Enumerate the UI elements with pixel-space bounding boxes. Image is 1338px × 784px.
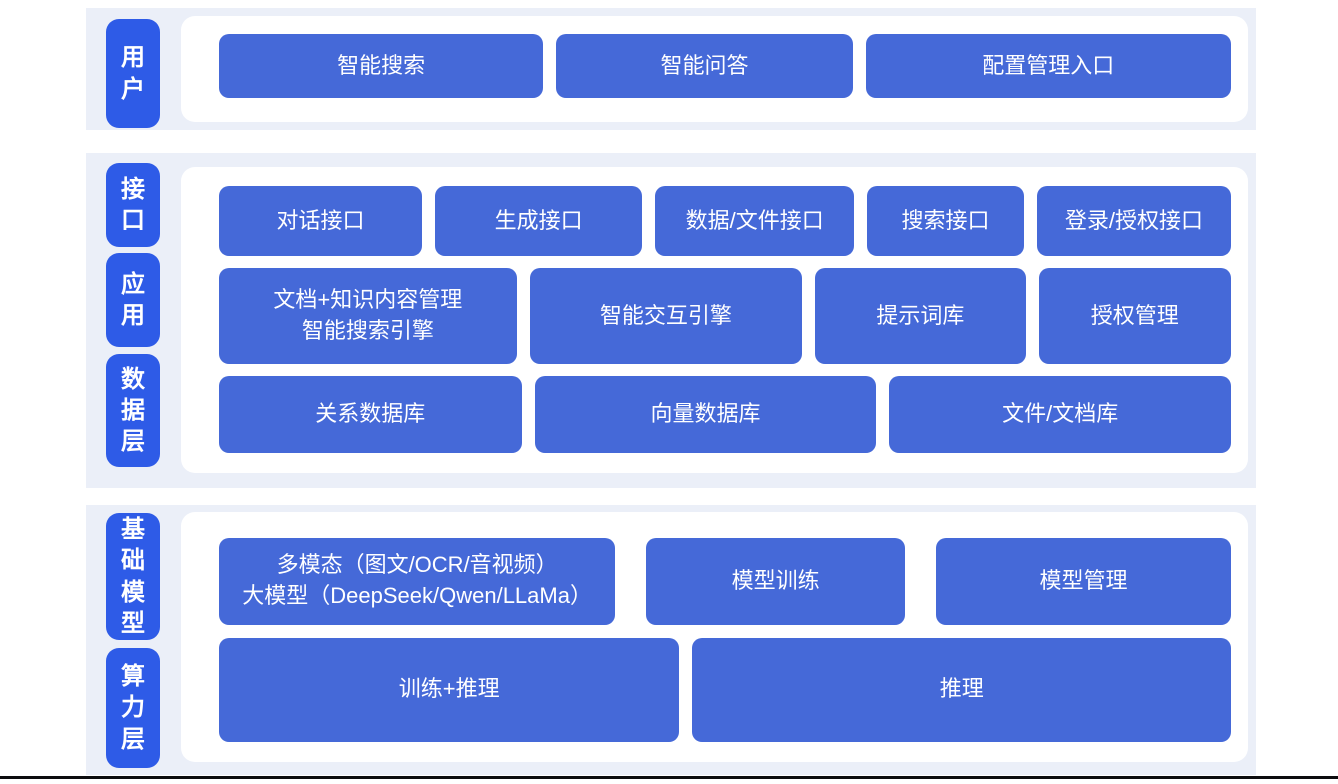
node-search-api: 搜索接口 xyxy=(867,186,1024,256)
row-application: 文档+知识内容管理 智能搜索引擎 智能交互引擎 提示词库 授权管理 xyxy=(219,268,1231,364)
row-data: 关系数据库 向量数据库 文件/文档库 xyxy=(219,376,1231,453)
bottom-divider-line xyxy=(0,776,1338,779)
node-label: 智能交互引擎 xyxy=(599,302,732,328)
node-dialog-api: 对话接口 xyxy=(219,186,423,256)
node-label: 模型训练 xyxy=(731,567,820,593)
layer-label-api-text: 接口 xyxy=(121,175,145,234)
panel-user: 智能搜索 智能问答 配置管理入口 xyxy=(181,16,1248,122)
row-models: 多模态（图文/OCR/音视频） 大模型（DeepSeek/Qwen/LLaMa）… xyxy=(219,538,1231,625)
node-label: 登录/授权接口 xyxy=(1064,207,1203,233)
panel-middle: 对话接口 生成接口 数据/文件接口 搜索接口 登录/授权接口 文档+知识内容管理 xyxy=(181,167,1248,473)
node-interaction-engine: 智能交互引擎 xyxy=(529,268,803,364)
layer-band-middle: 接口 应用 数据层 对话接口 生成接口 数据/文件接口 搜索接口 xyxy=(86,153,1256,488)
node-model-training: 模型训练 xyxy=(646,538,906,625)
node-doc-knowledge-search-engine: 文档+知识内容管理 智能搜索引擎 xyxy=(219,268,517,364)
node-label: 关系数据库 xyxy=(315,401,426,427)
layer-label-application: 应用 xyxy=(106,253,160,347)
row-user-entries: 智能搜索 智能问答 配置管理入口 xyxy=(219,34,1231,98)
panel-foundation: 多模态（图文/OCR/音视频） 大模型（DeepSeek/Qwen/LLaMa）… xyxy=(181,512,1248,762)
node-label: 推理 xyxy=(939,676,984,702)
node-model-management: 模型管理 xyxy=(936,538,1231,625)
node-data-file-api: 数据/文件接口 xyxy=(655,186,855,256)
node-label: 生成接口 xyxy=(494,207,583,233)
node-smart-search: 智能搜索 xyxy=(219,34,544,98)
node-auth-management: 授权管理 xyxy=(1038,268,1231,364)
node-training-inference: 训练+推理 xyxy=(219,637,680,742)
node-smart-qa: 智能问答 xyxy=(556,34,853,98)
node-label: 数据/文件接口 xyxy=(685,207,824,233)
layer-label-compute-text: 算力层 xyxy=(121,663,145,753)
row-api: 对话接口 生成接口 数据/文件接口 搜索接口 登录/授权接口 xyxy=(219,186,1231,256)
node-label: 向量数据库 xyxy=(650,401,761,427)
layer-label-foundation-model: 基础模型 xyxy=(106,513,160,640)
layer-label-compute: 算力层 xyxy=(106,648,160,768)
layer-label-api: 接口 xyxy=(106,163,160,247)
node-label: 智能问答 xyxy=(660,52,749,78)
layer-label-user-text: 用户 xyxy=(121,44,145,103)
node-login-auth-api: 登录/授权接口 xyxy=(1036,186,1231,256)
node-label-line: 智能搜索引擎 xyxy=(301,318,434,343)
node-inference: 推理 xyxy=(692,637,1231,742)
layer-label-foundation-model-text: 基础模型 xyxy=(121,516,145,637)
node-label: 训练+推理 xyxy=(398,676,500,702)
layer-band-foundation: 基础模型 算力层 多模态（图文/OCR/音视频） 大模型（DeepSeek/Qw… xyxy=(86,505,1256,775)
node-label: 文件/文档库 xyxy=(1002,401,1119,427)
layer-label-data: 数据层 xyxy=(106,354,160,467)
node-label: 搜索接口 xyxy=(901,207,990,233)
node-label: 授权管理 xyxy=(1090,302,1179,328)
node-label-line: 多模态（图文/OCR/音视频） xyxy=(276,552,558,578)
node-label-line: 大模型（DeepSeek/Qwen/LLaMa） xyxy=(242,583,592,609)
node-label: 模型管理 xyxy=(1039,567,1128,593)
node-label: 提示词库 xyxy=(876,302,965,328)
node-vector-db: 向量数据库 xyxy=(534,376,877,453)
layer-label-user: 用户 xyxy=(106,19,160,128)
node-label-line: 文档+知识内容管理 xyxy=(273,287,463,313)
layer-label-data-text: 数据层 xyxy=(121,365,145,456)
node-generation-api: 生成接口 xyxy=(435,186,643,256)
node-label: 配置管理入口 xyxy=(982,52,1115,78)
row-compute: 训练+推理 推理 xyxy=(219,637,1231,742)
node-label: 智能搜索 xyxy=(337,52,426,78)
node-relational-db: 关系数据库 xyxy=(219,376,522,453)
node-file-doc-store: 文件/文档库 xyxy=(889,376,1231,453)
node-prompt-library: 提示词库 xyxy=(815,268,1026,364)
node-label: 对话接口 xyxy=(276,207,365,233)
node-config-management-entry: 配置管理入口 xyxy=(865,34,1231,98)
layer-label-application-text: 应用 xyxy=(121,270,145,329)
layer-band-user: 用户 智能搜索 智能问答 配置管理入口 xyxy=(86,8,1256,130)
node-multimodal-llm: 多模态（图文/OCR/音视频） 大模型（DeepSeek/Qwen/LLaMa） xyxy=(219,538,616,625)
